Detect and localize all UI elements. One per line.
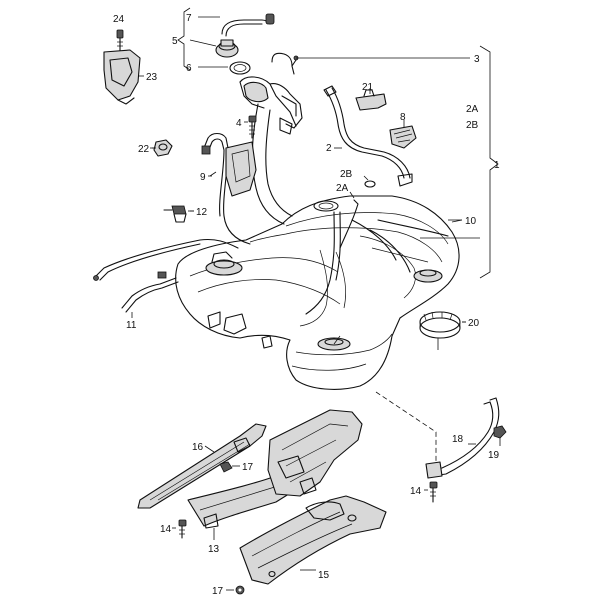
- bolt-4: [244, 115, 257, 139]
- label-2A: 2A: [336, 183, 349, 194]
- heat-shield-15: [239, 495, 387, 585]
- bolt-14-right: [424, 481, 438, 503]
- fuel-tank: [175, 195, 460, 390]
- group-bracket-5: [177, 7, 191, 71]
- label-6: 6: [186, 63, 192, 74]
- line-2: [323, 85, 413, 187]
- label-11: 11: [126, 320, 137, 331]
- label-1: 1: [494, 160, 500, 171]
- label-2B-group: 2B: [466, 120, 479, 131]
- label-10: 10: [465, 216, 477, 227]
- clip-2A: [349, 191, 359, 211]
- label-9: 9: [200, 172, 206, 183]
- bracket-23: [103, 49, 144, 105]
- label-3: 3: [474, 54, 480, 65]
- clip-22: [150, 139, 173, 157]
- heat-shield-16: [137, 423, 267, 509]
- label-5: 5: [172, 36, 178, 47]
- connector-12: [163, 205, 194, 223]
- label-8: 8: [400, 112, 406, 123]
- label-2A-group: 2A: [466, 104, 479, 115]
- bolt-14-left: [172, 519, 187, 539]
- clip-17-upper: [219, 461, 240, 473]
- label-22: 22: [138, 144, 150, 155]
- label-13: 13: [208, 544, 220, 555]
- seal-ring-6: [198, 61, 251, 75]
- grommet-5: [189, 39, 239, 58]
- vent-line-3: [271, 52, 470, 75]
- label-21: 21: [362, 82, 374, 93]
- label-16: 16: [192, 442, 204, 453]
- nut-19: [493, 425, 507, 446]
- group-bracket-1: [479, 45, 499, 279]
- label-18: 18: [452, 434, 464, 445]
- heat-shield-center: [267, 409, 363, 497]
- labels: 24 23 7 5 6 3 21 2A 2B 4 8 22 2 1 9 2B 2…: [113, 13, 500, 597]
- label-14-right: 14: [410, 486, 422, 497]
- label-17-lower: 17: [212, 586, 224, 597]
- label-7: 7: [186, 13, 192, 24]
- label-24: 24: [113, 14, 125, 25]
- label-17-upper: 17: [242, 462, 254, 473]
- heat-shield-9: [225, 141, 257, 197]
- label-14-left: 14: [160, 524, 172, 535]
- label-12: 12: [196, 207, 208, 218]
- bracket-21: [355, 88, 387, 111]
- leader-lines: [152, 147, 466, 345]
- clip-2B: [363, 175, 376, 188]
- label-2B: 2B: [340, 169, 353, 180]
- filler-neck: [239, 76, 303, 225]
- label-20: 20: [468, 318, 480, 329]
- bolt-24: [116, 29, 124, 53]
- clip-17-lower: [226, 585, 245, 595]
- fuel-cap-cable-7: [198, 13, 275, 37]
- label-2: 2: [326, 143, 332, 154]
- label-19: 19: [488, 450, 500, 461]
- label-4: 4: [236, 118, 242, 129]
- fuel-line-11: [93, 238, 239, 318]
- label-23: 23: [146, 72, 158, 83]
- pad-8: [389, 120, 417, 149]
- clamping-ring-20: [419, 311, 466, 350]
- label-15: 15: [318, 570, 330, 581]
- link-dash-18: [375, 391, 437, 462]
